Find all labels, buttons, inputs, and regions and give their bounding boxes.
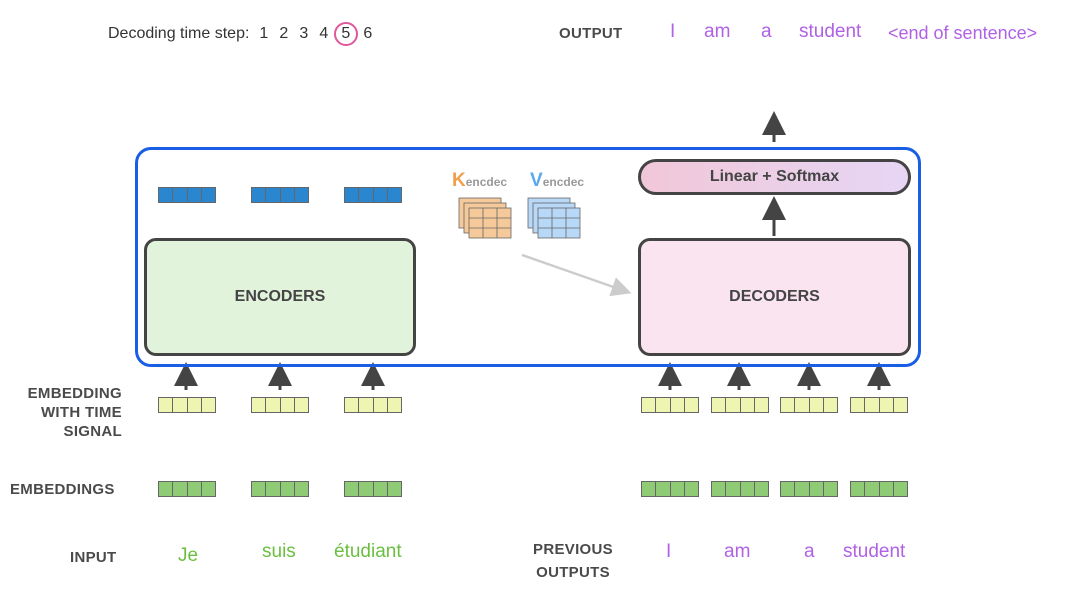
- input-label: INPUT: [70, 549, 117, 566]
- k-encdec-matrix: [458, 197, 512, 239]
- output-token: I: [670, 21, 676, 42]
- step-3: 3: [299, 25, 309, 42]
- embedding-vector: [850, 481, 908, 497]
- v-encdec-label: Vencdec: [530, 170, 584, 192]
- v-sub: encdec: [542, 175, 585, 189]
- output-label: OUTPUT: [559, 25, 623, 42]
- embedding-vector: [711, 481, 769, 497]
- k-main: K: [452, 170, 466, 191]
- time-signal-vector: [251, 397, 309, 413]
- encoders-box: ENCODERS: [144, 238, 416, 356]
- time-signal-vector: [780, 397, 838, 413]
- step-5-current: 5: [333, 22, 358, 46]
- input-token: étudiant: [334, 541, 402, 562]
- embedding-time-signal-label: EMBEDDING WITH TIME SIGNAL: [27, 385, 122, 440]
- decoders-label: DECODERS: [729, 288, 820, 305]
- encoder-output-vector: [344, 187, 402, 203]
- k-encdec-label: Kencdec: [452, 170, 507, 192]
- previous-output-token: student: [843, 541, 906, 562]
- previous-outputs-label: PREVIOUS OUTPUTS: [533, 541, 613, 581]
- input-token: suis: [262, 541, 296, 562]
- time-signal-vector: [711, 397, 769, 413]
- input-token: Je: [178, 545, 199, 566]
- step-6: 6: [363, 25, 373, 42]
- embedding-vector: [780, 481, 838, 497]
- embedding-vector: [251, 481, 309, 497]
- embeddings-label: EMBEDDINGS: [10, 481, 115, 498]
- encoder-output-vector: [158, 187, 216, 203]
- encoders-label: ENCODERS: [234, 288, 326, 305]
- encoder-output-vector: [251, 187, 309, 203]
- linear-softmax-box: Linear + Softmax: [638, 159, 911, 195]
- time-signal-vector: [344, 397, 402, 413]
- k-sub: encdec: [465, 175, 508, 189]
- v-encdec-matrix: [527, 197, 581, 239]
- output-token: student: [799, 21, 862, 42]
- embedding-vector: [641, 481, 699, 497]
- step-2: 2: [279, 25, 289, 42]
- time-signal-vector: [850, 397, 908, 413]
- previous-output-token: am: [724, 541, 751, 562]
- transformer-frame: [135, 147, 921, 367]
- output-token: am: [704, 21, 731, 42]
- output-token: a: [761, 21, 772, 42]
- time-signal-vector: [158, 397, 216, 413]
- v-main: V: [530, 170, 543, 191]
- embedding-vector: [158, 481, 216, 497]
- step-4: 4: [319, 25, 329, 42]
- step-1: 1: [259, 25, 269, 42]
- previous-output-token: a: [804, 541, 815, 562]
- kv-to-decoder-arrow: [521, 253, 632, 297]
- linear-softmax-label: Linear + Softmax: [709, 168, 840, 185]
- decoding-step-label: Decoding time step:: [108, 25, 250, 42]
- decoders-box: DECODERS: [638, 238, 911, 356]
- output-token-eos: <end of sentence>: [888, 23, 1038, 43]
- time-signal-vector: [641, 397, 699, 413]
- embedding-vector: [344, 481, 402, 497]
- previous-output-token: I: [666, 541, 672, 562]
